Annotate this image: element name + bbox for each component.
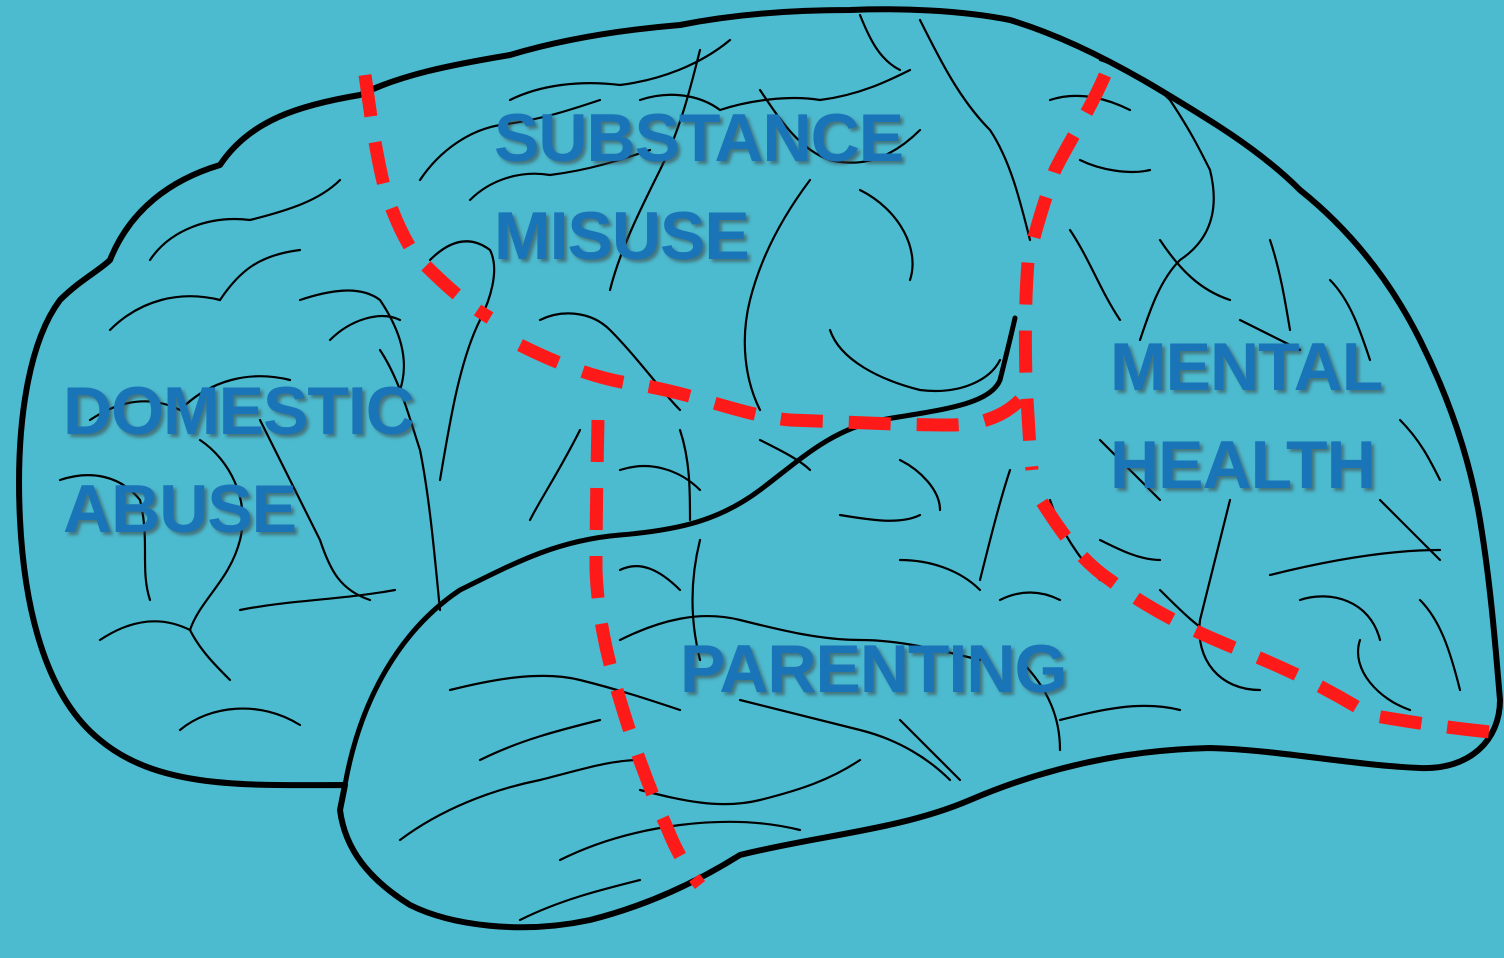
- label-substance-misuse: SUBSTANCE MISUSE: [494, 87, 903, 287]
- substance-line1: SUBSTANCE: [494, 87, 903, 189]
- domestic-line2: ABUSE: [63, 458, 414, 560]
- mental-line1: MENTAL: [1110, 316, 1382, 418]
- boundary-lower-right: [1042, 502, 1490, 732]
- substance-line2: MISUSE: [494, 185, 903, 287]
- boundary-center-horizontal: [520, 345, 1020, 425]
- domestic-line1: DOMESTIC: [63, 360, 414, 462]
- label-parenting: PARENTING: [680, 618, 1066, 720]
- parenting-line1: PARENTING: [680, 618, 1066, 720]
- boundary-frontal-vertical: [365, 75, 490, 318]
- label-mental-health: MENTAL HEALTH: [1110, 316, 1382, 516]
- label-domestic-abuse: DOMESTIC ABUSE: [63, 360, 414, 560]
- mental-line2: HEALTH: [1110, 414, 1382, 516]
